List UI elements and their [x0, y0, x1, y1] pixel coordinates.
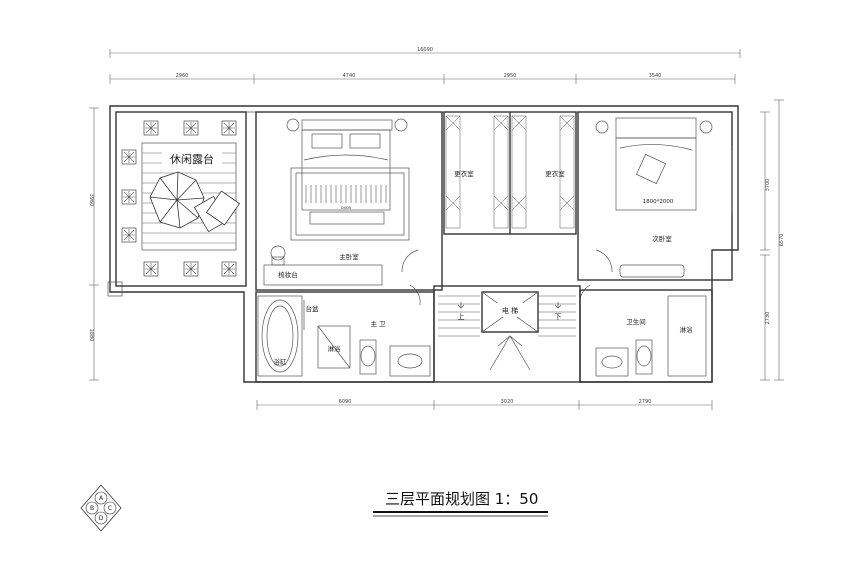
dim-bottom-3: 2790 — [639, 399, 652, 405]
dresser-label: 梳妆台 — [278, 270, 298, 279]
closet-left-label: 更衣室 — [454, 169, 474, 178]
dim-top-1: 2960 — [176, 73, 189, 79]
bed-size-label: 1800*2000 — [643, 199, 674, 205]
dim-left-2: 1880 — [88, 329, 94, 342]
dim-top-3: 2950 — [504, 73, 517, 79]
bed-brand-label: DIIOR — [341, 206, 352, 210]
closet-right-label: 更衣室 — [545, 169, 565, 178]
stair-down-label: 下 — [555, 313, 562, 321]
compass-d: D — [99, 515, 104, 522]
shower-left-label: 淋浴 — [328, 344, 342, 353]
counter-label: 台盆 — [306, 304, 320, 313]
second-bedroom-label: 次卧室 — [652, 234, 672, 243]
compass-a: A — [99, 495, 104, 502]
elevator-label: 电 梯 — [502, 306, 518, 315]
master-bedroom-label: 主卧室 — [339, 252, 359, 261]
stair-up-label: 上 — [458, 312, 465, 321]
compass-icon: A B C D — [80, 484, 122, 532]
master-bath: 主 卫 浴缸 淋浴 台盆 — [255, 291, 435, 383]
dim-bottom-2: 3020 — [501, 399, 514, 405]
plan-title: 三层平面规划图 1：50 — [385, 490, 538, 508]
dim-right-1: 3700 — [765, 179, 771, 192]
guest-bath: 卫生间 淋浴 — [579, 289, 713, 383]
master-bedroom: DIIOR 主卧室 梳妆台 — [255, 111, 443, 291]
dimension-lines: 16090 2960 4740 2950 3540 6090 3020 2790… — [88, 47, 785, 410]
dim-right-2: 6570 — [779, 234, 785, 247]
compass-b: B — [90, 505, 94, 512]
master-bath-label: 主 卫 — [370, 319, 386, 328]
dim-top-4: 3540 — [649, 73, 662, 79]
dim-right-3: 2730 — [765, 312, 771, 325]
dim-top-2: 4740 — [343, 73, 356, 79]
dim-bottom-1: 6090 — [339, 399, 352, 405]
exterior-walls — [107, 105, 739, 383]
dim-overall-top: 16090 — [417, 47, 433, 53]
stair-core: 电 梯 上 下 — [433, 285, 581, 383]
terrace-label: 休闲露台 — [170, 152, 214, 166]
dim-left-1: 3960 — [88, 194, 94, 207]
compass-c: C — [108, 505, 112, 512]
closets: 更衣室 更衣室 — [443, 111, 577, 235]
bathtub-label: 浴缸 — [274, 357, 288, 366]
second-bedroom: 1800*2000 次卧室 — [577, 111, 733, 281]
terrace-room: 休闲露台 — [115, 111, 247, 287]
guest-bath-label: 卫生间 — [626, 317, 646, 326]
shower-right-label: 淋浴 — [680, 325, 694, 334]
